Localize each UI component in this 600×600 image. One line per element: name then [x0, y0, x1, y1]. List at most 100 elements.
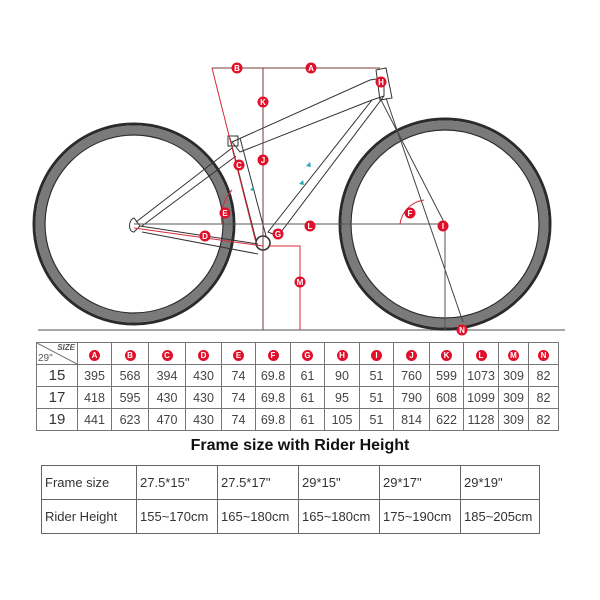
badge-K: K — [257, 96, 269, 108]
cell: 69.8 — [255, 386, 291, 409]
corner-wheel-label: 29" — [38, 353, 53, 364]
badge-J: J — [257, 154, 269, 166]
cell: 61 — [290, 386, 325, 409]
svg-text:N: N — [459, 326, 465, 335]
badge-N: N — [456, 324, 468, 336]
svg-text:K: K — [260, 98, 266, 107]
cell: 470 — [148, 408, 186, 431]
cell: 309 — [498, 364, 529, 387]
cell: 1073 — [463, 364, 499, 387]
svg-text:G: G — [275, 230, 281, 239]
badge-H: H — [375, 76, 387, 88]
row-size-label: 19 — [36, 408, 78, 431]
badge-L: L — [304, 220, 316, 232]
cell: 105 — [324, 408, 360, 431]
cell: 29*17" — [379, 465, 461, 500]
cell: 430 — [185, 364, 222, 387]
cell: 90 — [324, 364, 360, 387]
badge-G: G — [272, 228, 284, 240]
rider-height-table: Frame size 27.5*15" 27.5*17" 29*15" 29*1… — [41, 465, 540, 534]
svg-text:D: D — [202, 232, 208, 241]
cell: 165~180cm — [217, 499, 299, 534]
cell: 51 — [359, 408, 394, 431]
table-row: 17 418 595 430 430 74 69.8 61 95 51 790 … — [36, 386, 559, 409]
cell: 155~170cm — [136, 499, 218, 534]
cell: 69.8 — [255, 408, 291, 431]
cell: 82 — [528, 364, 559, 387]
cell: 309 — [498, 408, 529, 431]
badge-I: I — [437, 220, 449, 232]
badge-C: C — [233, 159, 245, 171]
cell: 430 — [185, 386, 222, 409]
cell: 165~180cm — [298, 499, 380, 534]
column-header-H: H — [324, 342, 360, 365]
cell: 418 — [77, 386, 112, 409]
column-header-N: N — [528, 342, 559, 365]
cell: 185~205cm — [460, 499, 540, 534]
column-header-E: E — [221, 342, 256, 365]
cell: 95 — [324, 386, 360, 409]
cell: 395 — [77, 364, 112, 387]
column-header-C: C — [148, 342, 186, 365]
cell: 29*15" — [298, 465, 380, 500]
svg-text:L: L — [308, 222, 313, 231]
cell: 61 — [290, 364, 325, 387]
table-row: 15 395 568 394 430 74 69.8 61 90 51 760 … — [36, 364, 559, 387]
dimension-lines — [133, 67, 446, 330]
cell: 760 — [393, 364, 430, 387]
cell: 595 — [111, 386, 149, 409]
cell: 568 — [111, 364, 149, 387]
badge-M: M — [294, 276, 306, 288]
cell: 623 — [111, 408, 149, 431]
cell: 61 — [290, 408, 325, 431]
rider-height-title: Frame size with Rider Height — [190, 437, 410, 454]
size-corner-cell: SIZE 29" — [36, 342, 78, 365]
row-size-label: 17 — [36, 386, 78, 409]
cell: 608 — [429, 386, 464, 409]
cell: 430 — [148, 386, 186, 409]
cell: 394 — [148, 364, 186, 387]
corner-size-label: SIZE — [57, 343, 75, 352]
cell: 82 — [528, 408, 559, 431]
column-header-K: K — [429, 342, 464, 365]
badge-F: F — [404, 207, 416, 219]
cell: 175~190cm — [379, 499, 461, 534]
column-header-I: I — [359, 342, 394, 365]
column-header-M: M — [498, 342, 529, 365]
svg-text:E: E — [222, 209, 228, 218]
svg-text:A: A — [308, 64, 314, 73]
column-header-A: A — [77, 342, 112, 365]
geometry-header-row: SIZE 29" A B C D E F G H I J K L M N — [36, 342, 559, 365]
column-header-D: D — [185, 342, 222, 365]
cell: 790 — [393, 386, 430, 409]
row-label-rider-height: Rider Height — [41, 499, 137, 534]
cell: 51 — [359, 386, 394, 409]
cable-guide-marks — [250, 162, 311, 191]
cell: 27.5*17" — [217, 465, 299, 500]
cell: 51 — [359, 364, 394, 387]
cell: 74 — [221, 408, 256, 431]
cell: 69.8 — [255, 364, 291, 387]
cell: 82 — [528, 386, 559, 409]
column-header-L: L — [463, 342, 499, 365]
column-header-F: F — [255, 342, 291, 365]
dimension-badges: A B C D E F G H I J K L M N — [199, 62, 468, 336]
cell: 74 — [221, 386, 256, 409]
column-header-B: B — [111, 342, 149, 365]
cell: 29*19" — [460, 465, 540, 500]
svg-text:B: B — [234, 64, 240, 73]
geometry-table: SIZE 29" A B C D E F G H I J K L M N 15 … — [36, 342, 559, 431]
badge-A: A — [305, 62, 317, 74]
cell: 599 — [429, 364, 464, 387]
cell: 309 — [498, 386, 529, 409]
table-row: 19 441 623 470 430 74 69.8 61 105 51 814… — [36, 408, 559, 431]
svg-text:H: H — [378, 78, 384, 87]
badge-D: D — [199, 230, 211, 242]
cell: 814 — [393, 408, 430, 431]
cell: 1128 — [463, 408, 499, 431]
cell: 622 — [429, 408, 464, 431]
table-row: Rider Height 155~170cm 165~180cm 165~180… — [41, 499, 540, 534]
row-size-label: 15 — [36, 364, 78, 387]
cell: 74 — [221, 364, 256, 387]
row-label-frame-size: Frame size — [41, 465, 137, 500]
